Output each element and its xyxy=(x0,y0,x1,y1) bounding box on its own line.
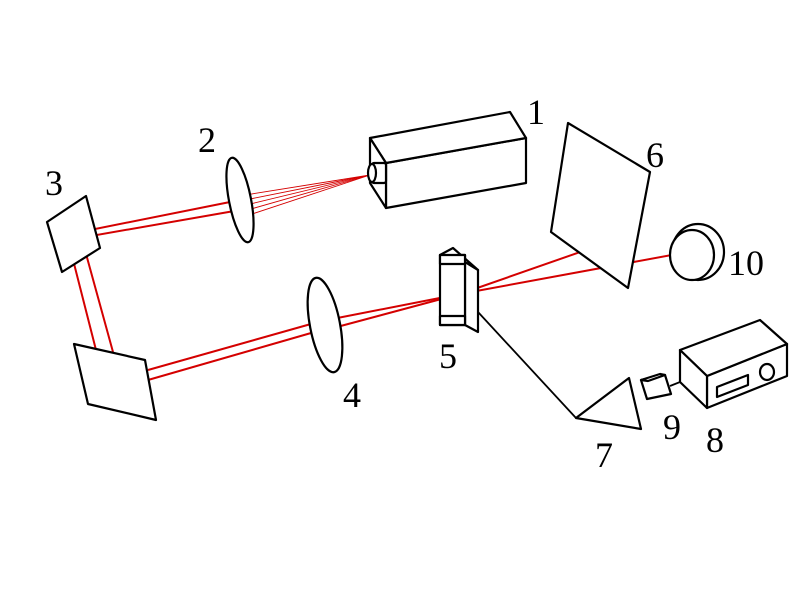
label-lens-1: 2 xyxy=(198,120,216,160)
screen-6 xyxy=(549,121,652,290)
mirror-3 xyxy=(45,194,102,274)
laser-aperture-lens xyxy=(366,162,378,184)
beam-focus-lower xyxy=(321,293,461,332)
controller-8 xyxy=(678,318,789,410)
label-sample: 5 xyxy=(439,336,457,376)
label-detector: 9 xyxy=(663,407,681,447)
beam-focus-upper xyxy=(321,293,461,322)
mirror-second xyxy=(72,342,158,422)
wire-sample-to-prism xyxy=(477,311,577,419)
lens-4 xyxy=(306,276,344,374)
label-laser: 1 xyxy=(527,92,545,132)
prism-7 xyxy=(574,376,643,431)
label-photodetector: 10 xyxy=(728,243,764,283)
sample-cell xyxy=(438,246,480,334)
label-mirror-1: 3 xyxy=(45,163,63,203)
controller-display xyxy=(715,373,750,399)
beam-mirror-to-lens-upper xyxy=(147,321,319,371)
label-prism: 7 xyxy=(595,435,613,475)
beam-fan-laser-to-lens xyxy=(238,174,371,217)
beam-to-photodetector xyxy=(459,251,689,295)
label-lens-2: 4 xyxy=(343,375,361,415)
detector-9 xyxy=(639,372,673,401)
label-controller: 8 xyxy=(706,420,724,460)
label-screen: 6 xyxy=(646,135,664,175)
laser-source xyxy=(366,110,528,210)
beam-mirror-to-lens-lower xyxy=(147,330,319,381)
lens-2 xyxy=(225,156,255,244)
controller-knob xyxy=(758,362,776,382)
photodetector-10 xyxy=(668,222,726,282)
beam-lens-to-mirror-upper xyxy=(78,199,241,353)
